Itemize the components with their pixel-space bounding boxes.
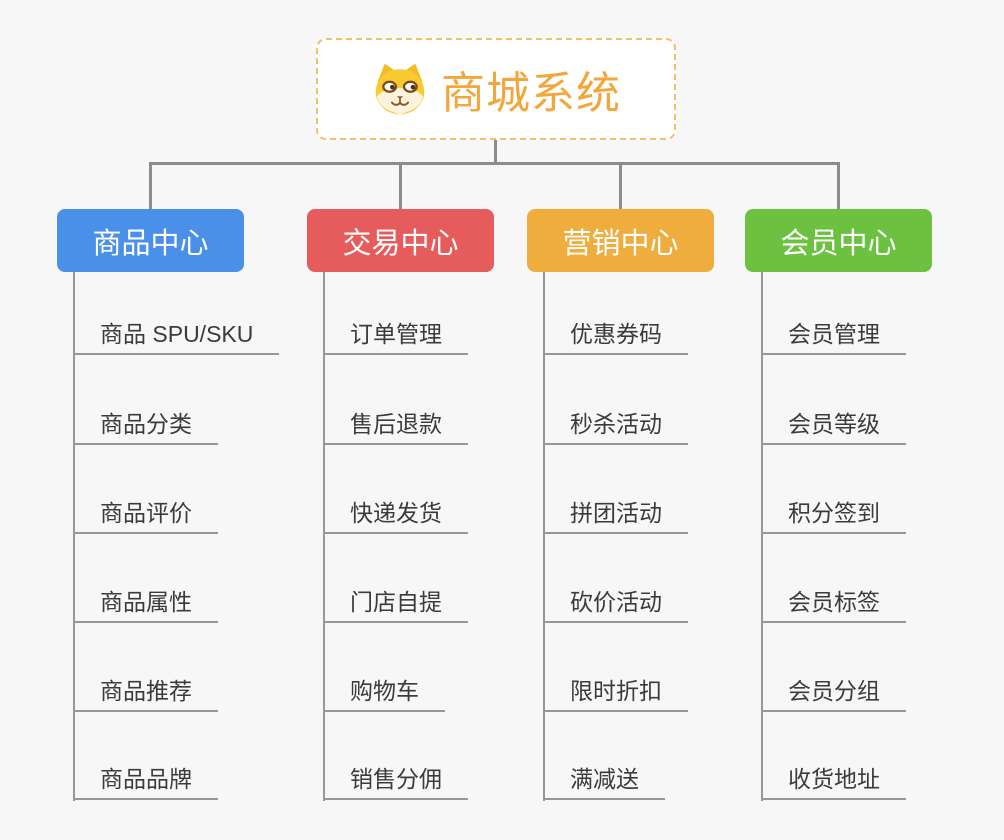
- connector-drop-member: [837, 165, 840, 209]
- root-node-mall-system[interactable]: 商城系统: [316, 38, 676, 140]
- branch-node-trade-center[interactable]: 交易中心: [307, 209, 494, 272]
- connector-column-line: [543, 272, 545, 801]
- leaf-item[interactable]: 拼团活动: [543, 498, 688, 534]
- leaf-item[interactable]: 购物车: [323, 676, 445, 712]
- leaf-item[interactable]: 优惠券码: [543, 319, 688, 355]
- leaf-item[interactable]: 会员管理: [761, 319, 906, 355]
- shiba-dog-icon: [375, 63, 425, 115]
- leaf-item[interactable]: 快递发货: [323, 498, 468, 534]
- leaf-item[interactable]: 砍价活动: [543, 587, 688, 623]
- leaf-item[interactable]: 商品推荐: [73, 676, 218, 712]
- connector-root-stub: [494, 140, 497, 162]
- leaf-item[interactable]: 积分签到: [761, 498, 906, 534]
- leaf-item[interactable]: 限时折扣: [543, 676, 688, 712]
- leaf-item[interactable]: 满减送: [543, 764, 665, 800]
- leaf-item[interactable]: 商品品牌: [73, 764, 218, 800]
- branch-node-member-center[interactable]: 会员中心: [745, 209, 932, 272]
- connector-column-line: [323, 272, 325, 801]
- branch-node-marketing-center[interactable]: 营销中心: [527, 209, 714, 272]
- leaf-item[interactable]: 商品分类: [73, 409, 218, 445]
- connector-drop-marketing: [619, 165, 622, 209]
- connector-drop-product: [149, 165, 152, 209]
- connector-column-line: [761, 272, 763, 801]
- connector-column-line: [73, 272, 75, 801]
- leaf-item[interactable]: 售后退款: [323, 409, 468, 445]
- root-title: 商城系统: [441, 69, 621, 118]
- leaf-item[interactable]: 收货地址: [761, 764, 906, 800]
- leaf-item[interactable]: 秒杀活动: [543, 409, 688, 445]
- leaf-item[interactable]: 商品属性: [73, 587, 218, 623]
- leaf-item[interactable]: 销售分佣: [323, 764, 468, 800]
- leaf-item[interactable]: 商品 SPU/SKU: [73, 319, 280, 355]
- leaf-item[interactable]: 门店自提: [323, 587, 468, 623]
- leaf-item[interactable]: 会员等级: [761, 409, 906, 445]
- connector-horizontal-bar: [149, 162, 840, 165]
- leaf-item[interactable]: 商品评价: [73, 498, 218, 534]
- branch-node-product-center[interactable]: 商品中心: [57, 209, 244, 272]
- leaf-item[interactable]: 会员分组: [761, 676, 906, 712]
- connector-drop-trade: [399, 165, 402, 209]
- leaf-item[interactable]: 会员标签: [761, 587, 906, 623]
- leaf-item[interactable]: 订单管理: [323, 319, 468, 355]
